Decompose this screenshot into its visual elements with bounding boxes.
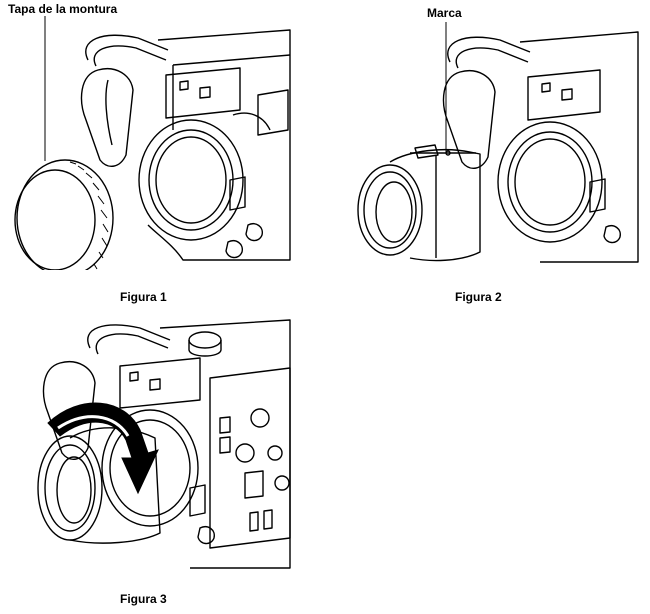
figure-1-caption: Figura 1 xyxy=(120,290,167,304)
figure-3-caption: Figura 3 xyxy=(120,592,167,606)
mount-cap-callout: Tapa de la montura xyxy=(8,2,118,16)
figure-1-illustration xyxy=(8,20,298,270)
figure-3-illustration xyxy=(30,318,295,576)
mark-leader-line xyxy=(445,22,447,152)
mount-cap-leader-line xyxy=(44,16,46,161)
figure-2-illustration xyxy=(350,22,640,272)
figure-2-caption: Figura 2 xyxy=(455,290,502,304)
mark-callout: Marca xyxy=(427,6,462,20)
